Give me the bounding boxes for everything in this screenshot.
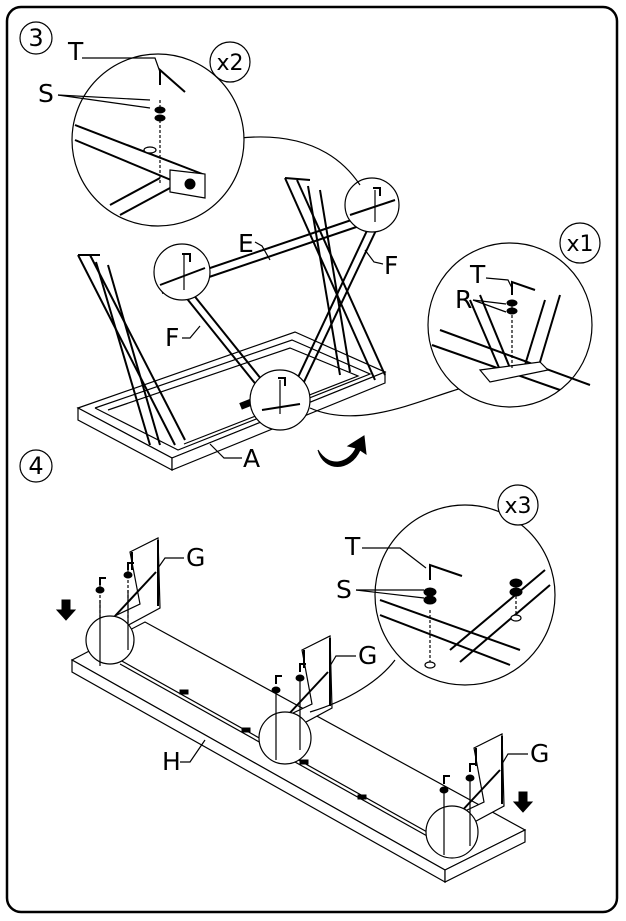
page-border xyxy=(5,5,619,914)
detail-ring-right xyxy=(344,177,400,233)
desk-frame xyxy=(76,177,387,471)
bracket-g-3 xyxy=(425,733,505,859)
callout-x2: x2 T S xyxy=(38,37,251,227)
down-arrow-icon xyxy=(55,599,534,813)
step-3: 3 xyxy=(19,21,601,473)
callout-x2-label-t: T xyxy=(67,37,84,66)
label-a: A xyxy=(243,444,260,473)
callout-x1: x1 T R xyxy=(427,222,601,408)
label-g-3: G xyxy=(530,739,549,768)
step-4-number: 4 xyxy=(28,452,43,480)
callout-x3-multiplier: x3 xyxy=(504,494,531,519)
step-3-badge xyxy=(19,21,53,55)
label-f-right: F xyxy=(384,251,398,280)
rotate-arrow-icon xyxy=(317,435,367,467)
step-4: 4 xyxy=(19,449,556,884)
label-g-2: G xyxy=(358,641,377,670)
callout-x1-multiplier: x1 xyxy=(566,232,593,257)
callout-x1-label-r: R xyxy=(455,285,472,314)
callout-x2-label-s: S xyxy=(38,79,54,108)
callout-x3-label-t: T xyxy=(344,532,361,561)
callout-x2-multiplier: x2 xyxy=(216,51,243,76)
detail-ring-left xyxy=(153,243,211,301)
label-g-1: G xyxy=(186,543,205,572)
step-4-badge xyxy=(19,449,53,483)
step-3-number: 3 xyxy=(28,24,43,52)
callout-x3: x3 T S xyxy=(309,484,556,713)
callout-x3-label-s: S xyxy=(336,575,352,604)
bracket-g-2 xyxy=(258,635,333,765)
bracket-g-1 xyxy=(85,537,161,666)
label-f-left: F xyxy=(165,323,179,352)
label-e: E xyxy=(238,229,254,258)
callout-x1-label-t: T xyxy=(469,260,486,289)
label-h: H xyxy=(162,747,181,776)
